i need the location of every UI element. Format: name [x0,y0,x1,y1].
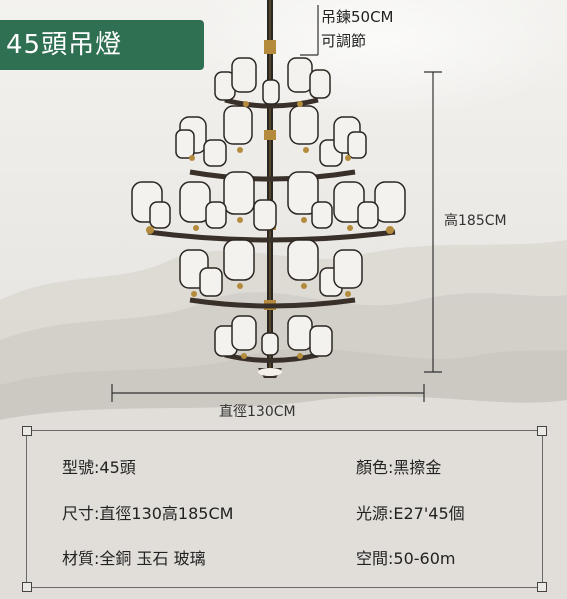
chain-length-note: 吊鍊50CM 可調節 [321,5,394,53]
spec-material: 材質:全銅 玉石 玻璃 [62,549,206,568]
corner-ornament [537,582,547,592]
height-dimension-label: 高185CM [444,213,507,229]
title-text: 45頭吊燈 [6,30,123,60]
corner-ornament [22,426,32,436]
diameter-dimension-label: 直徑130CM [219,404,296,420]
corner-ornament [22,582,32,592]
spec-size: 尺寸:直徑130高185CM [62,504,234,523]
spec-space: 空間:50-60m [356,549,456,568]
dimension-lines [111,5,442,402]
spec-model: 型號:45頭 [62,458,136,477]
title-badge: 45頭吊燈 [0,20,204,70]
adjustable-text: 可調節 [321,32,367,50]
specification-box: 型號:45頭 顏色:黑擦金 尺寸:直徑130高185CM 光源:E27'45個 … [22,426,547,592]
spec-light-source: 光源:E27'45個 [356,504,465,523]
spec-color: 顏色:黑擦金 [356,458,442,477]
chain-length-text: 吊鍊50CM [321,8,394,26]
corner-ornament [537,426,547,436]
